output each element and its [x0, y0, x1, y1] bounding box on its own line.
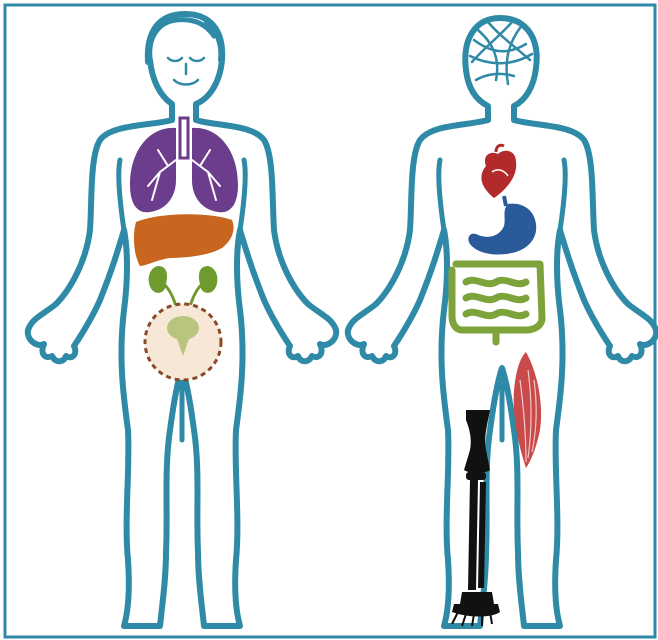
- stomach-icon: [468, 196, 536, 255]
- front-face: [168, 58, 204, 85]
- intestines-icon: [452, 264, 542, 342]
- bladder-icon: [145, 304, 221, 380]
- hair-icon: [470, 22, 532, 84]
- leg-bones-icon: [452, 410, 500, 626]
- heart-icon: [481, 145, 516, 198]
- front-hair: [150, 20, 214, 58]
- lungs-icon: [130, 118, 238, 212]
- liver-icon: [134, 214, 234, 266]
- back-figure: [348, 18, 656, 626]
